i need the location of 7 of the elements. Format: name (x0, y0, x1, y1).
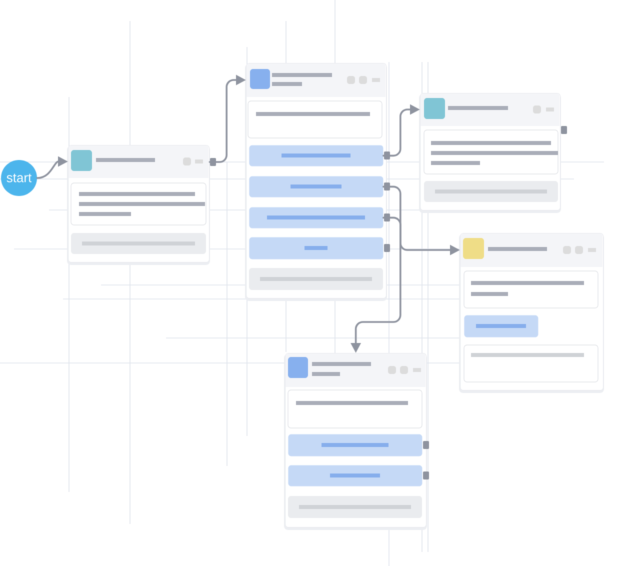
button (464, 315, 538, 338)
button (249, 207, 384, 228)
button (288, 434, 422, 456)
button (249, 237, 384, 260)
button (288, 465, 422, 486)
button (249, 176, 384, 198)
button (249, 145, 384, 166)
